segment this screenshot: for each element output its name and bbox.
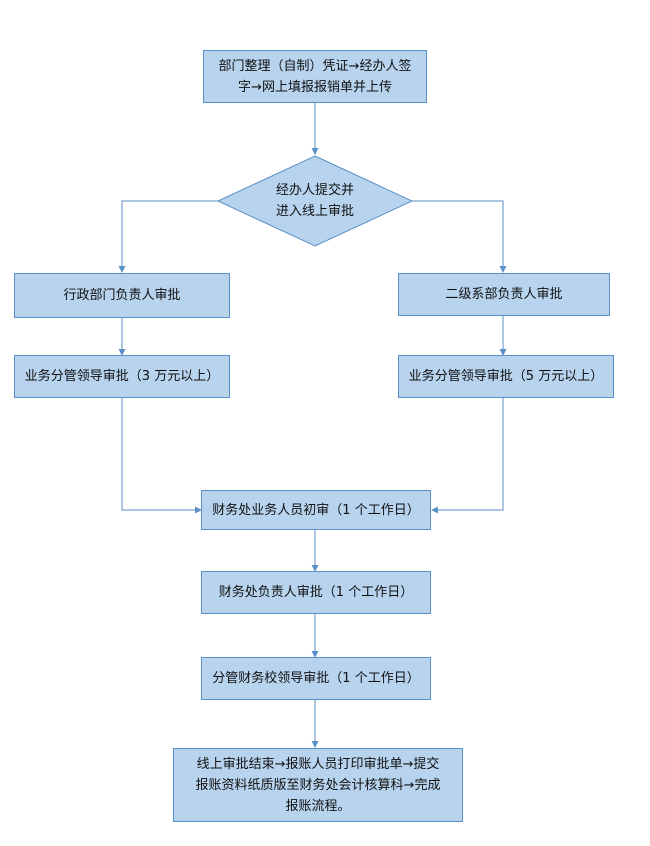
left-leader-node: 业务分管领导审批（3 万元以上）	[14, 355, 230, 398]
arrow-decision-to-left	[118, 200, 218, 273]
finance-head-node: 财务处负责人审批（1 个工作日）	[201, 571, 431, 614]
arrow-decision-to-right	[412, 200, 507, 273]
right-dept-node: 二级系部负责人审批	[398, 273, 610, 316]
right-dept-label: 二级系部负责人审批	[445, 287, 563, 302]
finance-staff-node: 财务处业务人员初审（1 个工作日）	[201, 490, 431, 530]
finance-head-label: 财务处负责人审批（1 个工作日）	[218, 585, 414, 600]
left-leader-label: 业务分管领导审批（3 万元以上）	[24, 369, 220, 384]
end-node-line1: 线上审批结束→报账人员打印审批单→提交	[196, 756, 440, 772]
start-node: 部门整理（自制）凭证→经办人签 字→网上填报报销单并上传	[203, 50, 427, 103]
right-leader-label: 业务分管领导审批（5 万元以上）	[408, 369, 604, 384]
end-node-line2: 报账资料纸质版至财务处会计核算科→完成	[195, 777, 441, 793]
left-dept-label: 行政部门负责人审批	[63, 288, 181, 303]
arrow-right-leader-to-finance	[431, 398, 504, 514]
decision-node-line1: 经办人提交并	[275, 183, 354, 198]
finance-staff-label: 财务处业务人员初审（1 个工作日）	[212, 502, 420, 518]
start-node-line2: 字→网上填报报销单并上传	[238, 79, 392, 95]
end-node-line3: 报账流程。	[285, 798, 351, 814]
decision-node: 经办人提交并 进入线上审批	[245, 180, 385, 222]
right-leader-node: 业务分管领导审批（5 万元以上）	[398, 355, 614, 398]
decision-node-line2: 进入线上审批	[275, 204, 354, 219]
decision-diamond	[216, 155, 414, 247]
start-node-line1: 部门整理（自制）凭证→经办人签	[218, 58, 412, 74]
left-dept-node: 行政部门负责人审批	[14, 273, 230, 318]
finance-leader-node: 分管财务校领导审批（1 个工作日）	[201, 657, 431, 700]
finance-leader-label: 分管财务校领导审批（1 个工作日）	[212, 671, 420, 686]
arrow-left-leader-to-finance	[121, 398, 202, 514]
end-node: 线上审批结束→报账人员打印审批单→提交 报账资料纸质版至财务处会计核算科→完成 …	[173, 748, 463, 822]
